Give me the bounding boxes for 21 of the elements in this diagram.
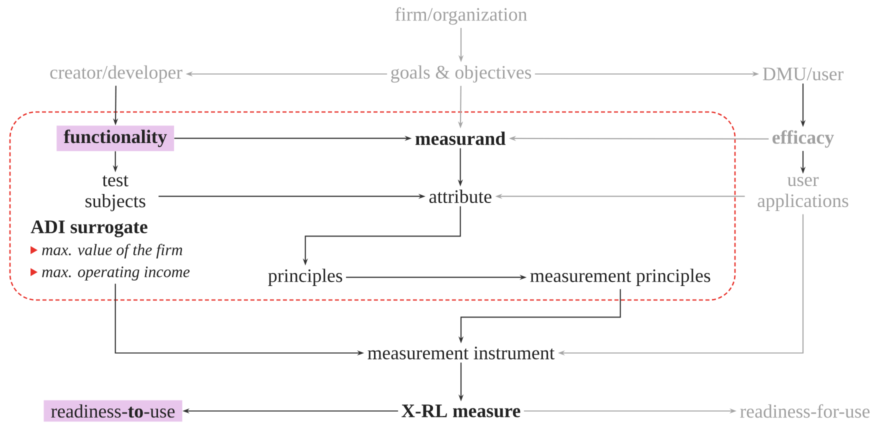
node-label: measurement principles [530,268,710,286]
node-label: ADI surrogate [30,220,148,238]
node-label: creator/developer [50,65,182,83]
highlighted-box: functionality [56,126,174,152]
node-label: readiness-for-use [740,404,870,418]
bullet-list: ADI surrogate max. value of the firm max. operating income [30,220,190,280]
node-label: attribute [429,190,492,204]
node-label: max. value of the firm [42,244,182,258]
node-label: measurand [415,132,506,146]
node-label: goals & objectives [391,65,532,83]
highlighted-box: readiness-to-use [44,400,182,422]
node-label: DMU/user [762,68,844,80]
node-label: max. operating income [42,266,190,280]
node-label: measurement instrument [368,346,555,360]
node-label: test subjects [86,175,146,212]
node-label: firm/organization [395,7,528,25]
node-label: efficacy [772,130,834,148]
node-label: X-RL measure [402,404,520,418]
node-label: principles [268,268,342,286]
node-label: user applications [758,177,848,211]
dashed-group-frame [9,111,736,301]
